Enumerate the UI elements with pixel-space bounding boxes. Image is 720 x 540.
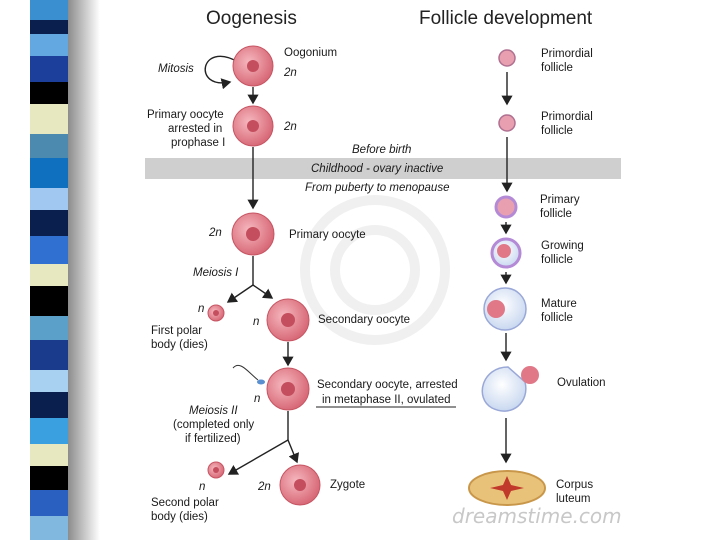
primordial-follicle-1 [498, 49, 516, 67]
primary-oocyte-arrested-cell [232, 105, 274, 147]
ovulation-label: Ovulation [557, 377, 606, 389]
primary-arrested-ploidy: 2n [284, 121, 297, 133]
meiosis2-line1: Meiosis II [189, 405, 238, 417]
zygote-cell [279, 464, 321, 506]
primary-arrested-line3: prophase I [171, 137, 226, 149]
strip-block [30, 188, 68, 210]
watermark-swirl [300, 195, 450, 345]
mature-follicle-line1: Mature [541, 298, 577, 310]
oogonium-label: Oogonium [284, 47, 338, 59]
strip-block [30, 264, 68, 286]
mature-follicle-line2: follicle [541, 312, 573, 324]
primordial-follicle-2 [498, 114, 516, 132]
before-birth-label: Before birth [352, 144, 412, 156]
arrow [287, 439, 300, 464]
oogonium-ploidy: 2n [284, 67, 297, 79]
growing-follicle [490, 237, 522, 269]
strip-block [30, 516, 68, 540]
primordial2-line2: follicle [541, 125, 573, 137]
secondary-oocyte-label: Secondary oocyte [318, 314, 411, 326]
strip-block [30, 236, 68, 264]
strip-block [30, 316, 68, 340]
oogonium-cell [232, 45, 274, 87]
watermark-text: dreamstime.com [452, 504, 622, 528]
ovulated-oocyte-cell [266, 367, 310, 411]
strip-block [30, 56, 68, 82]
second-polar-line1: Second polar [151, 497, 219, 509]
sperm-icon [232, 364, 265, 385]
primary-follicle-line2: follicle [540, 208, 572, 220]
strip-block [30, 444, 68, 466]
primary-oocyte-label: Primary oocyte [289, 229, 366, 241]
primary-follicle [494, 195, 518, 219]
mitosis-loop-arrow [204, 55, 239, 90]
ovulated-line1: Secondary oocyte, arrested [317, 379, 458, 391]
first-polar-body-cell [207, 304, 225, 322]
follicle-title: Follicle development [419, 8, 593, 29]
strip-block [30, 490, 68, 516]
second-polar-body-cell [207, 461, 225, 479]
corpus-luteum-line2: luteum [556, 493, 591, 505]
meiosis1-label: Meiosis I [193, 267, 239, 279]
strip-block [30, 104, 68, 134]
strip-block [30, 20, 68, 34]
primary-follicle-line1: Primary [540, 194, 580, 206]
corpus-luteum [468, 470, 546, 506]
primary-oocyte-ploidy: 2n [209, 227, 222, 239]
meiosis2-line3: if fertilized) [185, 433, 241, 445]
corpus-luteum-line1: Corpus [556, 479, 594, 491]
mature-follicle [483, 287, 527, 331]
arrow [227, 439, 289, 475]
secondary-oocyte-cell [266, 298, 310, 342]
strip-block [30, 286, 68, 316]
mitosis-label: Mitosis [158, 63, 194, 75]
second-polar-ploidy: n [199, 481, 206, 493]
ovulated-ploidy: n [254, 393, 261, 405]
first-polar-line2: body (dies) [151, 339, 208, 351]
strip-block [30, 392, 68, 418]
childhood-band [145, 158, 621, 179]
strip-block [30, 418, 68, 444]
first-polar-ploidy: n [198, 303, 205, 315]
primary-arrested-line1: Primary oocyte [147, 109, 224, 121]
meiosis2-line2: (completed only [173, 419, 255, 431]
strip-block [30, 210, 68, 236]
secondary-ploidy: n [253, 316, 260, 328]
strip-block [30, 370, 68, 392]
oogenesis-title: Oogenesis [206, 8, 297, 29]
ovulated-line2: in metaphase II, ovulated [322, 394, 451, 406]
strip-block [30, 0, 68, 20]
ovulation-follicle [481, 366, 539, 412]
primary-oocyte-cell [231, 212, 275, 256]
zygote-ploidy: 2n [258, 481, 271, 493]
primary-arrested-line2: arrested in [168, 123, 223, 135]
primordial1-line2: follicle [541, 62, 573, 74]
strip-block [30, 134, 68, 158]
strip-block [30, 340, 68, 370]
zygote-label: Zygote [330, 479, 366, 491]
primordial2-line1: Primordial [541, 111, 593, 123]
strip-block [30, 82, 68, 104]
growing-follicle-line1: Growing [541, 240, 584, 252]
first-polar-line1: First polar [151, 325, 203, 337]
arrow [226, 284, 254, 303]
decorative-strip [0, 0, 100, 540]
strip-block [30, 34, 68, 56]
strip-shadow [68, 0, 100, 540]
second-polar-line2: body (dies) [151, 511, 208, 523]
primordial1-line1: Primordial [541, 48, 593, 60]
puberty-label: From puberty to menopause [305, 182, 450, 194]
childhood-label: Childhood - ovary inactive [311, 163, 444, 175]
strip-block [30, 158, 68, 188]
strip-block [30, 466, 68, 490]
growing-follicle-line2: follicle [541, 254, 573, 266]
arrow [252, 284, 274, 299]
